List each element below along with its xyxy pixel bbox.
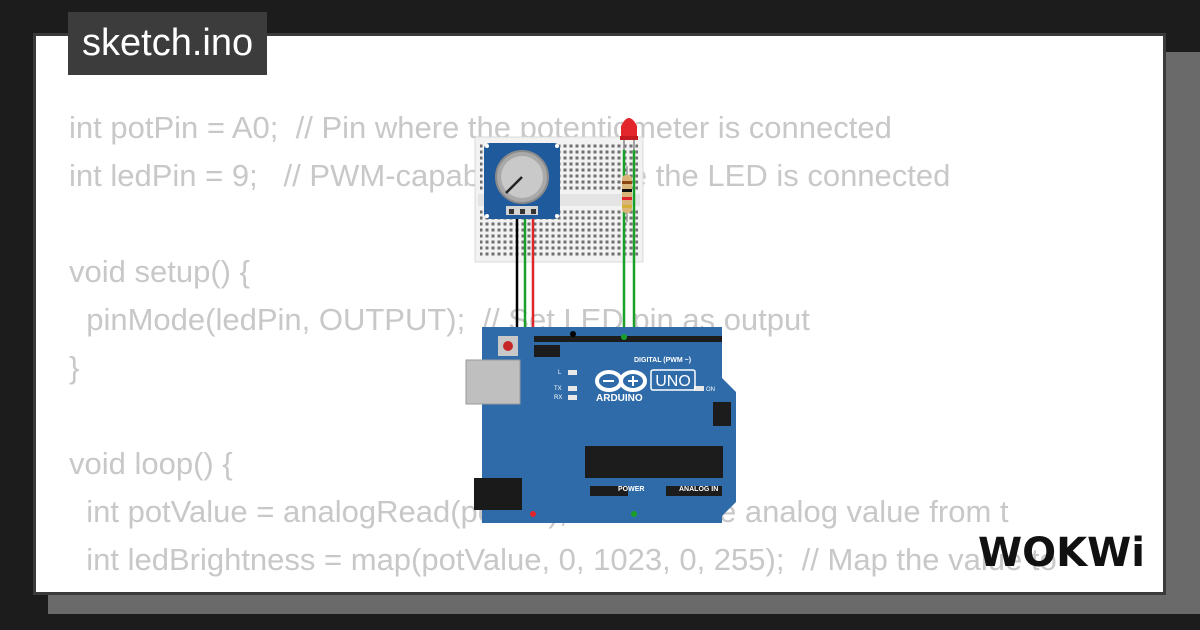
code-panel: int potPin = A0; // Pin where the potent…	[33, 33, 1166, 595]
potentiometer[interactable]	[484, 143, 560, 219]
arduino-infinity-logo	[595, 370, 647, 392]
code-line: }	[69, 350, 80, 385]
analog-header-label: ANALOG IN	[679, 486, 718, 493]
led-tx-label: TX	[554, 386, 562, 392]
wokwi-logo-text: WOKWi	[978, 530, 1145, 576]
resistor[interactable]	[622, 166, 632, 222]
wokwi-logo: WOKWi	[978, 530, 1145, 576]
code-line: void loop() {	[69, 446, 233, 481]
wire-endpoint	[621, 334, 627, 340]
code-line: int ledBrightness = map(potValue, 0, 102…	[69, 542, 1057, 577]
led-red[interactable]	[620, 118, 638, 150]
board-model-label: UNO	[655, 373, 691, 390]
board-brand-label: ARDUINO	[596, 393, 643, 404]
led-rx-label: RX	[554, 395, 562, 401]
code-editor: int potPin = A0; // Pin where the potent…	[69, 104, 1057, 584]
code-line: void setup() {	[69, 254, 250, 289]
wire-endpoint	[530, 511, 536, 517]
wire-endpoint	[570, 331, 576, 337]
digital-header-label: DIGITAL (PWM ~)	[634, 357, 691, 364]
wire-endpoint	[631, 511, 637, 517]
file-name-tab[interactable]: sketch.ino	[68, 12, 268, 75]
led-l-label: L	[558, 370, 562, 376]
led-on-label: ON	[706, 387, 715, 393]
power-header-label: POWER	[618, 486, 644, 493]
arduino-uno-board[interactable]: UNO ARDUINO DIGITAL (PWM ~) ANALOG IN PO…	[465, 327, 736, 523]
